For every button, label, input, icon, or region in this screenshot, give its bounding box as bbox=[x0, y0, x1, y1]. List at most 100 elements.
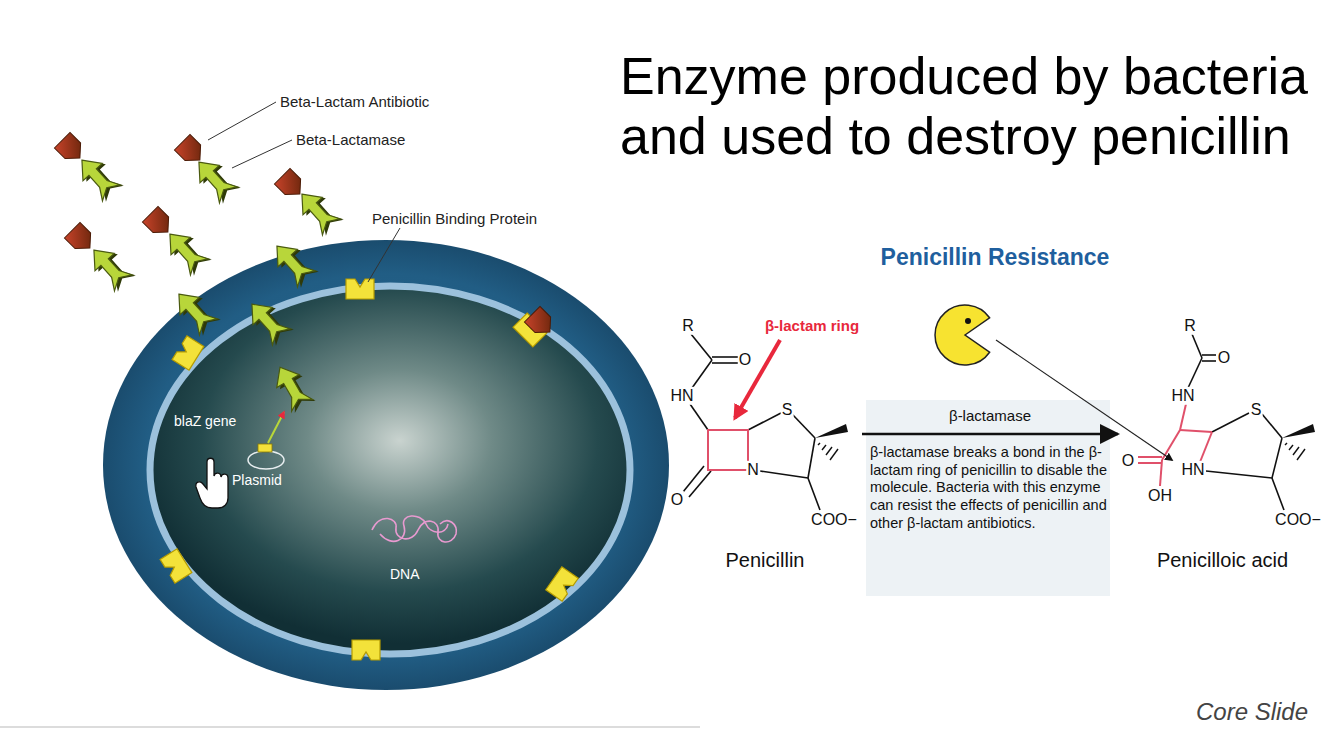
illustration-part bbox=[1293, 447, 1299, 455]
text-label: DNA bbox=[390, 566, 420, 582]
illustration-part bbox=[689, 471, 711, 497]
illustration-part bbox=[692, 360, 712, 388]
illustration-part bbox=[546, 567, 578, 601]
illustration-part bbox=[1188, 334, 1284, 510]
illustration-part bbox=[1160, 460, 1162, 486]
illustration-part bbox=[258, 444, 272, 452]
atom-label: N bbox=[746, 461, 760, 479]
atom-label: O bbox=[1121, 452, 1135, 470]
illustration-part bbox=[248, 451, 284, 469]
text-label: Plasmid bbox=[232, 472, 282, 488]
illustration-part bbox=[818, 443, 838, 460]
illustration-part bbox=[372, 516, 456, 542]
illustration-part bbox=[352, 640, 380, 660]
text-label: β-lactam ring bbox=[765, 317, 859, 334]
edge-label: β-lactamase bbox=[946, 407, 1034, 424]
illustration-part bbox=[160, 549, 192, 583]
illustration-part bbox=[1272, 478, 1284, 510]
illustration-part bbox=[160, 224, 212, 278]
atom-label: O bbox=[1217, 349, 1231, 367]
illustration-part bbox=[866, 400, 1110, 596]
illustration-part bbox=[1285, 443, 1287, 445]
illustration-part bbox=[1138, 456, 1162, 458]
illustration-part bbox=[683, 334, 820, 510]
illustration-part bbox=[196, 458, 228, 508]
structure-panel: Penicilloic acid bbox=[1120, 300, 1325, 572]
illustration-part bbox=[996, 340, 1172, 460]
illustration-part bbox=[935, 305, 990, 365]
illustration-part bbox=[1200, 432, 1212, 462]
illustration-part bbox=[1272, 438, 1282, 478]
illustration-part bbox=[826, 447, 832, 455]
illustration-part bbox=[808, 438, 815, 478]
atom-label: S bbox=[1250, 401, 1263, 419]
illustration-part bbox=[760, 471, 808, 478]
illustration-part bbox=[524, 306, 557, 339]
text-label: Penicillin Binding Protein bbox=[372, 210, 537, 227]
illustration-part bbox=[84, 240, 136, 294]
illustration-part bbox=[1297, 449, 1305, 460]
illustration-part bbox=[712, 362, 738, 364]
illustration-part bbox=[64, 222, 97, 255]
illustration-part bbox=[708, 430, 748, 470]
text-label: Core Slide bbox=[1196, 698, 1308, 726]
slide-title: Enzyme produced by bacteria and used to … bbox=[620, 46, 1320, 166]
text-label: blaZ gene bbox=[174, 413, 236, 429]
illustration-part bbox=[368, 228, 400, 282]
illustration-part bbox=[150, 286, 630, 654]
atom-label: R bbox=[681, 317, 695, 335]
node-text: Penicillin bbox=[726, 549, 805, 572]
reaction-arrow bbox=[862, 433, 1118, 436]
text-label: Beta-Lactam Antibiotic bbox=[280, 93, 429, 110]
illustration-part bbox=[808, 478, 820, 510]
node-text: β-lactamase breaks a bond in the β-lacta… bbox=[870, 444, 1110, 532]
illustration-part bbox=[189, 152, 241, 206]
illustration-part bbox=[1289, 445, 1293, 450]
atom-label: OH bbox=[1147, 487, 1173, 505]
illustration-part bbox=[172, 336, 204, 370]
illustration-part bbox=[1188, 358, 1202, 388]
illustration-part bbox=[103, 240, 669, 690]
illustration-part bbox=[1262, 414, 1282, 438]
illustration-part bbox=[292, 184, 344, 238]
illustration-part bbox=[242, 294, 294, 348]
illustration-part bbox=[1282, 424, 1315, 438]
illustration-part bbox=[792, 414, 815, 438]
illustration-part bbox=[1192, 334, 1202, 358]
illustration-part bbox=[1202, 360, 1216, 362]
illustration-part bbox=[1180, 430, 1212, 432]
illustration-part bbox=[1285, 443, 1305, 460]
atom-label: R bbox=[1183, 317, 1197, 335]
illustration-part bbox=[1206, 471, 1272, 478]
illustration-part bbox=[169, 284, 221, 338]
illustration-part bbox=[690, 404, 708, 430]
illustration-part bbox=[269, 360, 317, 415]
illustration-part bbox=[1138, 462, 1162, 464]
illustration-part bbox=[735, 340, 780, 418]
illustration-part bbox=[1180, 404, 1186, 430]
text-label: Penicillin Resistance bbox=[881, 244, 1110, 270]
illustration-part bbox=[72, 150, 124, 204]
illustration-part bbox=[818, 443, 820, 445]
illustration-part bbox=[822, 445, 826, 450]
atom-label: HN bbox=[1180, 461, 1205, 479]
atom-label: O bbox=[670, 491, 684, 509]
illustration-part bbox=[683, 466, 704, 492]
text-label: Beta-Lactamase bbox=[296, 131, 405, 148]
atom-label: HN bbox=[669, 387, 694, 405]
illustration-part bbox=[712, 356, 738, 358]
illustration-part bbox=[1202, 354, 1216, 356]
atom-label: S bbox=[781, 401, 794, 419]
structure-panel: Penicillin bbox=[670, 300, 860, 572]
illustration-part bbox=[232, 140, 292, 168]
illustration-part bbox=[691, 334, 712, 360]
illustration-part bbox=[830, 449, 838, 460]
illustration-part bbox=[965, 318, 971, 324]
note-box: β-lactamase breaks a bond in the β-lacta… bbox=[866, 444, 1114, 594]
illustration-part bbox=[267, 236, 319, 290]
illustration-part bbox=[748, 413, 781, 430]
illustration-part bbox=[1212, 413, 1249, 432]
atom-label: HN bbox=[1170, 387, 1195, 405]
atom-label: COO− bbox=[1274, 511, 1322, 529]
